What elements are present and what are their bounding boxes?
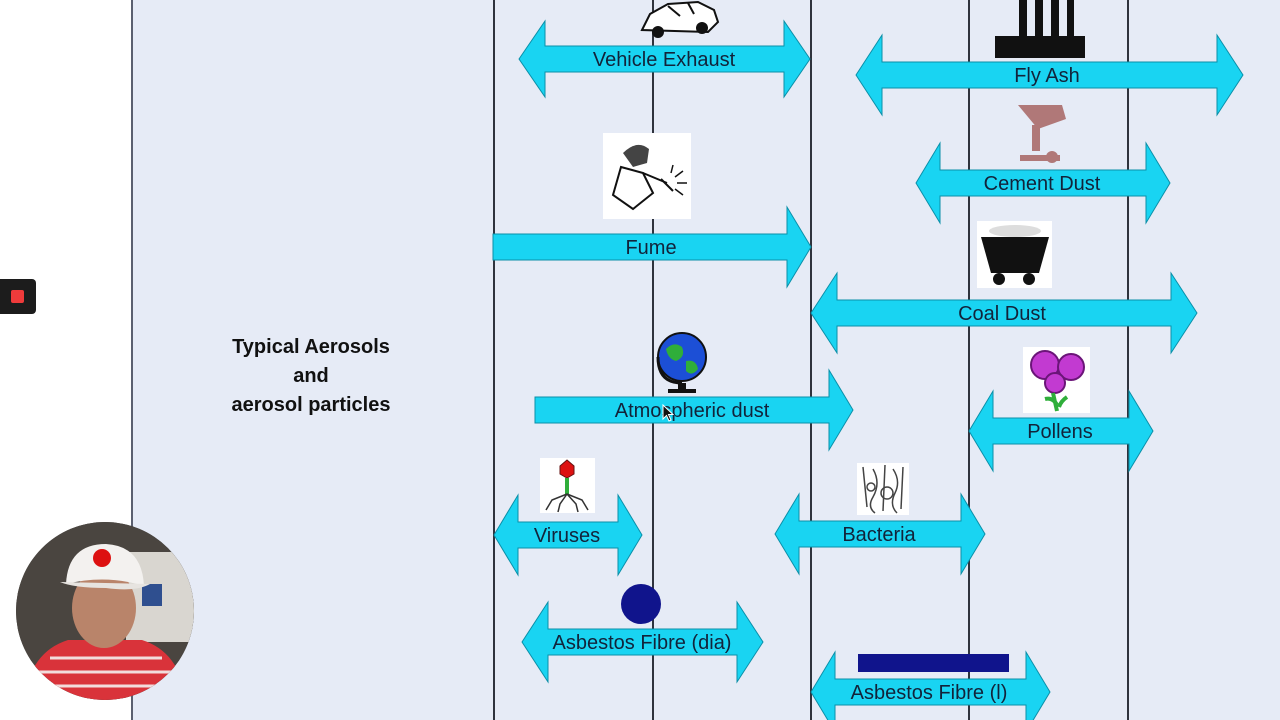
label-fume: Fume (625, 237, 676, 259)
virus-icon (540, 458, 595, 513)
label-bacteria: Bacteria (842, 524, 916, 546)
flowers-icon (1023, 347, 1090, 413)
mouse-cursor-icon (662, 403, 675, 422)
cement-mixer-icon (1012, 101, 1070, 167)
grid-line (652, 0, 654, 720)
label-viruses: Viruses (534, 525, 600, 547)
grid-line (493, 0, 495, 720)
grid-line (968, 0, 970, 720)
globe-icon (652, 331, 712, 395)
arrow-bacteria (774, 492, 986, 576)
stop-recording-button[interactable] (0, 279, 36, 314)
arrow-cement-dust (915, 141, 1171, 225)
car-icon (638, 0, 723, 40)
webcam-presenter-avatar (16, 522, 194, 700)
caption-line-2: and (293, 365, 329, 387)
fibre-bar-marker (858, 654, 1009, 672)
arrow-asbestos-dia (521, 600, 764, 684)
label-cement-dust: Cement Dust (984, 173, 1101, 195)
diagram-caption: Typical Aerosols and aerosol particles (205, 333, 417, 420)
label-asbestos-dia: Asbestos Fibre (dia) (553, 632, 732, 654)
label-vehicle-exhaust: Vehicle Exhaust (593, 49, 736, 71)
arrow-coal-dust (810, 271, 1198, 355)
label-atmospheric-dust: Atmospheric dust (615, 400, 770, 422)
label-pollens: Pollens (1027, 421, 1093, 443)
grid-line (810, 0, 812, 720)
factory-chimneys-icon (993, 0, 1087, 60)
arrow-fly-ash (855, 33, 1244, 117)
label-asbestos-len: Asbestos Fibre (l) (851, 682, 1008, 704)
stop-recording-icon (11, 290, 24, 303)
coal-cart-icon (977, 221, 1052, 288)
label-fly-ash: Fly Ash (1014, 65, 1080, 87)
arrow-atmospheric-dust (534, 368, 854, 452)
arrow-pollens (968, 389, 1154, 473)
caption-line-1: Typical Aerosols (232, 336, 390, 358)
caption-line-3: aerosol particles (231, 394, 391, 416)
grid-line (1127, 0, 1129, 720)
welder-icon (603, 133, 691, 219)
arrow-vehicle-exhaust (518, 19, 811, 99)
arrow-viruses (493, 493, 643, 577)
arrow-asbestos-len (810, 650, 1051, 720)
label-coal-dust: Coal Dust (958, 303, 1046, 325)
arrow-fume (492, 205, 812, 289)
bacteria-icon (857, 463, 909, 515)
sphere-marker (621, 584, 661, 624)
